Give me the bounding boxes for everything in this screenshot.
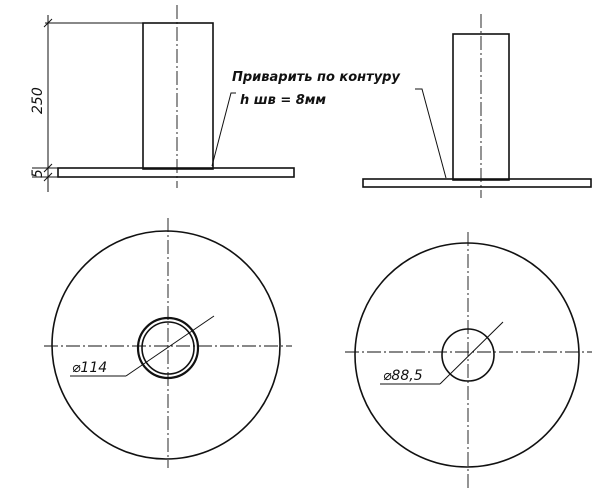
right-elevation-view bbox=[362, 14, 592, 198]
plate-tick-bottom bbox=[43, 172, 53, 182]
left-base-plate bbox=[57, 167, 295, 178]
height-dimension-text: 250 bbox=[30, 87, 46, 114]
left-diameter-leader bbox=[125, 315, 215, 377]
right-diameter-leader bbox=[439, 321, 504, 385]
right-plan-view: ⌀88,5 bbox=[345, 232, 592, 490]
weld-label-line1: Приварить по контуру bbox=[232, 70, 400, 85]
left-diameter-text: ⌀114 bbox=[72, 360, 107, 376]
plate-thickness-text: 5 bbox=[30, 169, 46, 178]
weld-label-line2: h шв = 8мм bbox=[240, 93, 326, 108]
left-pipe bbox=[142, 22, 214, 170]
left-plan-view: ⌀114 bbox=[44, 218, 292, 468]
weld-leader-right bbox=[415, 88, 447, 179]
height-tick-top bbox=[43, 18, 53, 28]
left-elevation-view: 250 5 bbox=[30, 5, 295, 192]
left-plate-circle bbox=[51, 230, 281, 460]
right-plate-circle bbox=[354, 242, 580, 468]
weld-leader-left bbox=[211, 92, 236, 167]
right-diameter-text: ⌀88,5 bbox=[383, 368, 423, 384]
weld-annotation: Приварить по контуру h шв = 8мм bbox=[211, 70, 447, 179]
right-base-plate bbox=[362, 178, 592, 188]
